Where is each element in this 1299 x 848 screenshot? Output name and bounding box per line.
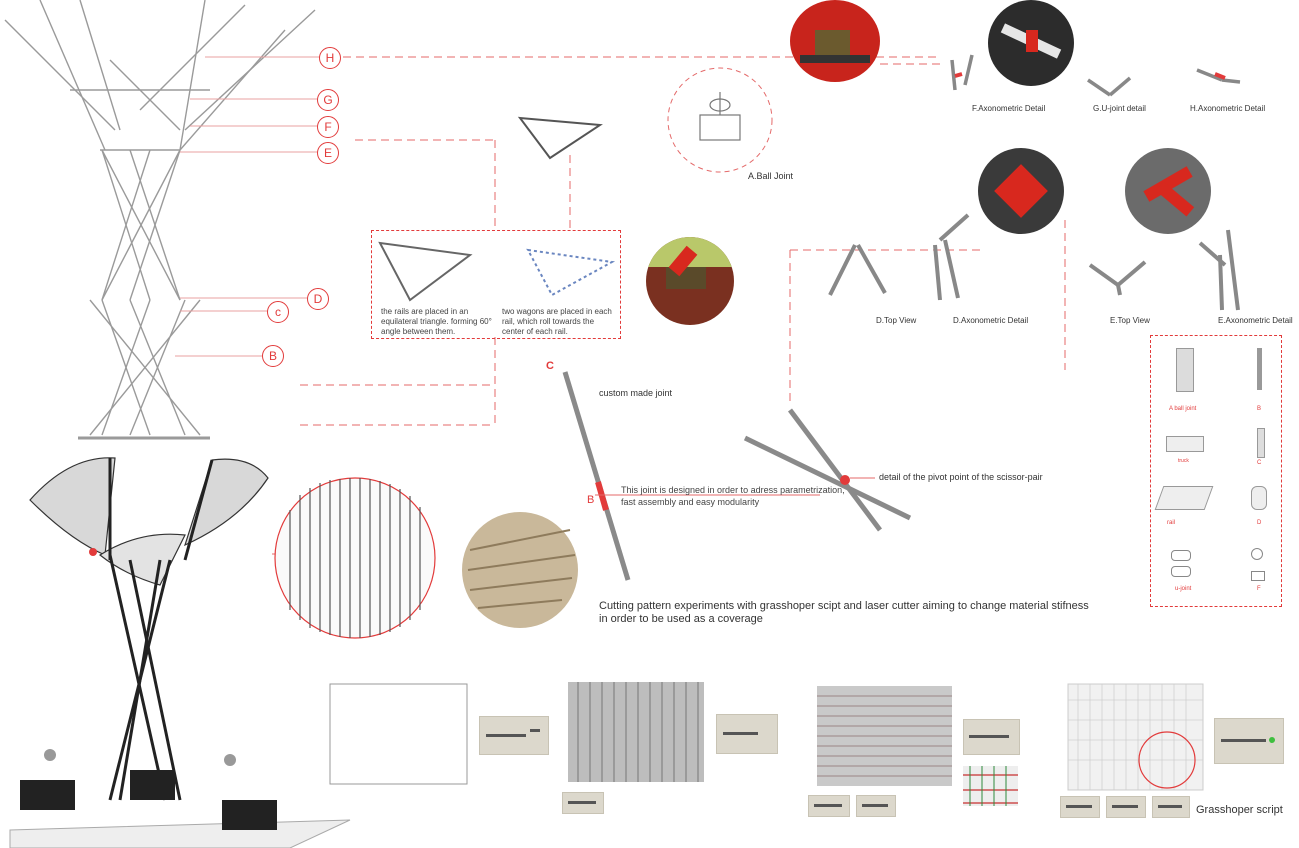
photo-h-joint (790, 0, 880, 82)
marker-f: F (317, 116, 339, 138)
triangle-left-caption: the rails are placed in an equilateral t… (381, 307, 492, 336)
bench-right (222, 800, 277, 830)
panel-grid-dense (817, 686, 952, 786)
detail-d-axo-label: D.Axonometric Detail (953, 316, 1029, 325)
detail-e-axo-label: E.Axonometric Detail (1218, 316, 1293, 325)
pivot-point (840, 475, 850, 485)
legend-truck: truck (1178, 458, 1189, 464)
gh-script-6 (856, 795, 896, 817)
detail-f-label: F.Axonometric Detail (972, 104, 1046, 113)
legend-a-ball-joint: A ball joint (1169, 406, 1197, 412)
panel-blank (329, 683, 468, 785)
marker-leader-lines (175, 56, 320, 357)
canopy-pavilion (29, 457, 269, 586)
legend-u-joint: u-joint (1175, 586, 1192, 592)
photo-e-joint (1125, 148, 1211, 234)
panel-grid-with-circle (1067, 683, 1204, 791)
joint-b-letter: B (587, 494, 595, 506)
legend-b: B (1257, 406, 1262, 412)
gh-script-4 (963, 719, 1020, 755)
marker-b: B (262, 345, 284, 367)
photo-f-joint (988, 0, 1074, 86)
marker-e: E (317, 142, 339, 164)
marker-d: D (307, 288, 329, 310)
panel-red-green-grid (963, 766, 1018, 806)
marker-g: G (317, 89, 339, 111)
gh-script-1 (479, 716, 549, 755)
detail-e-top-label: E.Top View (1110, 316, 1150, 325)
e-detail-sketches (1088, 229, 1240, 311)
custom-joint-label: custom made joint (599, 388, 673, 398)
joint-description: This joint is designed in order to adres… (621, 485, 845, 507)
bench-left (20, 780, 75, 810)
gh-script-10 (1152, 796, 1190, 818)
legend-d: D (1257, 520, 1262, 526)
legend-f: F (1257, 586, 1261, 592)
cutting-text-line1: Cutting pattern experiments with grassho… (599, 600, 1089, 612)
cutting-material-photo (462, 512, 578, 628)
triangle-box-sketches (378, 241, 616, 302)
joint-c-letter: C (546, 360, 554, 372)
detail-g-label: G.U-joint detail (1093, 104, 1146, 113)
gh-script-7 (1214, 718, 1284, 764)
detail-d-top-label: D.Top View (876, 316, 917, 325)
pavilion-ground (9, 819, 351, 848)
triangle-rail-drawing (517, 116, 603, 160)
gh-script-5 (808, 795, 850, 817)
photo-d-joint (978, 148, 1064, 234)
bench-center (130, 770, 175, 800)
component-legend: A ball joint B truck C rail D u-joint F (1150, 335, 1282, 607)
ball-joint-label: A.Ball Joint (748, 171, 794, 181)
marker-h: H (319, 47, 341, 69)
photo-wagon-joint (646, 237, 734, 325)
panel-vertical-stripes (568, 682, 704, 782)
pivot-label: detail of the pivot point of the scissor… (879, 472, 1043, 482)
tree-structure-drawing (4, 0, 316, 440)
ball-joint-sketch (699, 92, 741, 141)
gh-script-2 (716, 714, 778, 754)
triangle-box (371, 230, 621, 339)
marker-c: c (267, 301, 289, 323)
cutting-pattern-circle (274, 477, 436, 639)
scissor-pivot-drawing (743, 408, 912, 532)
top-detail-sketches (950, 54, 1241, 97)
detail-h-label: H.Axonometric Detail (1190, 104, 1266, 113)
joint-red-band (595, 481, 609, 511)
legend-rail: rail (1167, 520, 1176, 526)
ball-joint-detail-circle (667, 67, 773, 173)
d-detail-sketches (828, 213, 970, 301)
custom-joint-pole (562, 371, 631, 581)
gh-script-8 (1060, 796, 1100, 818)
triangle-right-caption: two wagons are placed in each rail, whic… (502, 307, 612, 336)
gh-script-3 (562, 792, 604, 814)
grasshopper-label: Grasshoper script (1196, 804, 1283, 816)
gh-script-9 (1106, 796, 1146, 818)
legend-c: C (1257, 460, 1262, 466)
cutting-text-line2: in order to be used as a coverage (599, 613, 763, 625)
pavilion-columns (108, 458, 214, 801)
